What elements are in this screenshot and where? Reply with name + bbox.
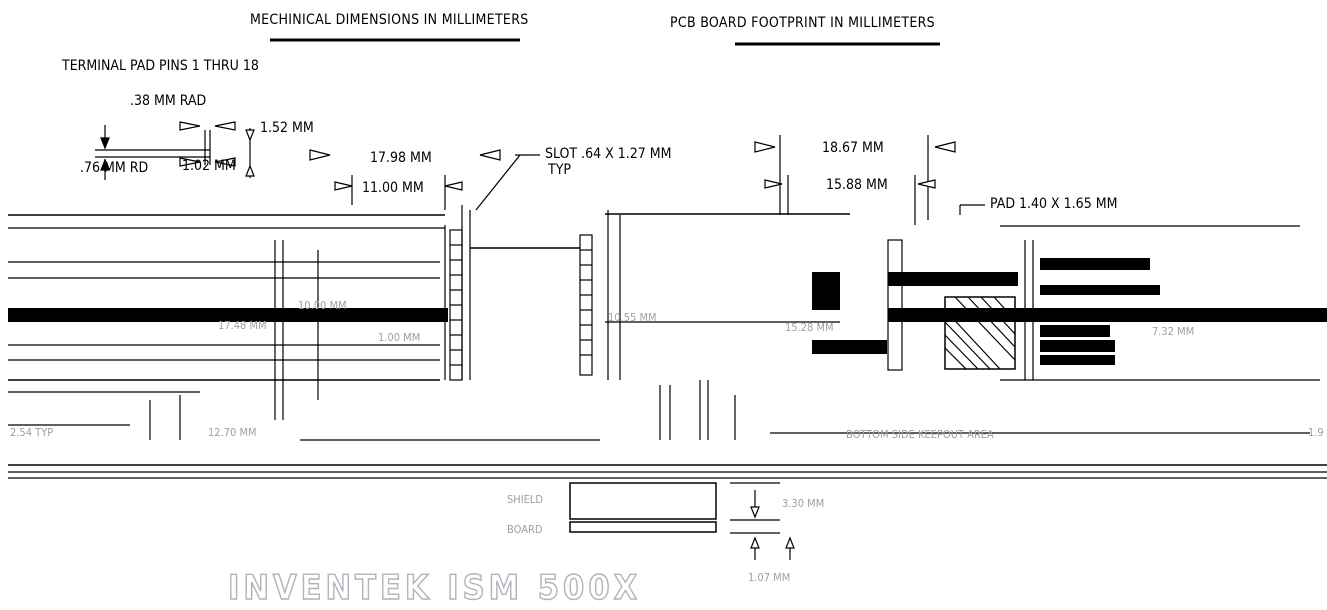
module-dim-a: 10.00 MM [298,299,347,312]
pad-rd-label: .76 MM RD [80,160,149,176]
board-thickness-label: 1.07 MM [748,571,791,584]
footprint-pads-right [812,225,1327,381]
bottom-lines [8,395,1327,479]
board-label: BOARD [507,523,543,536]
module-width-inner-label: 11.00 MM [362,180,424,196]
terminal-pad-title: TERMINAL PAD PINS 1 THRU 18 [62,58,259,74]
footprint-dim-mid: 10.55 MM [608,311,657,324]
pad-height-label: 1.52 MM [260,120,314,136]
keepout-hatch [944,296,1016,370]
pad-width-label: 1.02 MM [182,158,236,174]
slot-label: SLOT .64 X 1.27 MM [545,146,672,162]
pcb-header: PCB BOARD FOOTPRINT IN MILLIMETERS [670,15,935,31]
keepout-note: BOTTOM SIDE KEEPOUT AREA [846,428,994,441]
module-width-dims [309,149,540,211]
module-outline [8,205,580,420]
footprint-pins-left [579,210,850,440]
keepout-end-value: 1.9 [1308,426,1324,439]
footprint-dim-far: 7.32 MM [1152,325,1195,338]
module-dim-c: 1.00 MM [378,331,421,344]
shield-label: SHIELD [507,493,544,506]
module-width-outer-label: 17.98 MM [370,150,432,166]
pitch-typ-label: 2.54 TYP [10,426,54,439]
pin-column [449,229,463,381]
footprint-width-inner-label: 15.88 MM [826,177,888,193]
footprint-width-outer-label: 18.67 MM [822,140,884,156]
side-view [569,482,795,560]
footprint-dim-right: 15.28 MM [785,321,834,334]
side-height-label: 3.30 MM [782,497,825,510]
module-dim-b: 17.48 MM [218,319,267,332]
slot-note: TYP [548,162,571,178]
mechanical-header: MECHINICAL DIMENSIONS IN MILLIMETERS [250,12,529,28]
pad-size-label: PAD 1.40 X 1.65 MM [990,196,1118,212]
footprint-width-dims [754,135,985,225]
terminal-pad-detail [95,121,255,180]
left-dim-label: 12.70 MM [208,426,257,439]
product-title: INVENTEK ISM 500X [227,567,642,608]
pad-rad-label: .38 MM RAD [130,93,207,109]
